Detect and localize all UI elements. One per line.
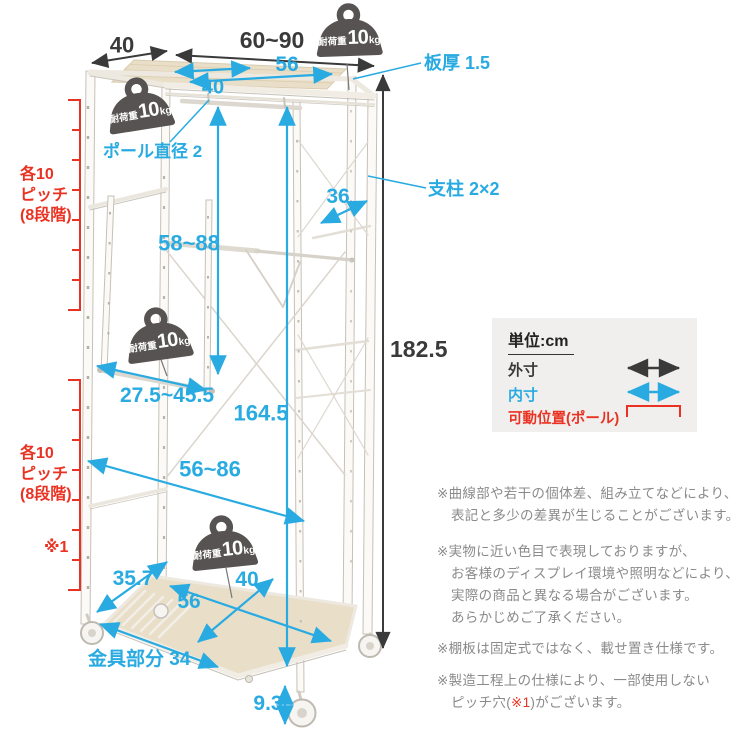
note-4-line-1: ※製造工程上の仕様により、一部使用しない	[437, 673, 711, 688]
badge-value: 10	[347, 26, 369, 50]
dim-metal-part: 金具部分 34	[88, 649, 191, 670]
note-4-line-2c: )がございます。	[530, 695, 631, 710]
badge-unit: kg	[242, 544, 256, 557]
pitch-ref-mark: ※1	[44, 539, 69, 556]
legend-inner-label: 内寸	[508, 387, 539, 404]
note-2-line-3: 実際の商品と異なる場合がございます。	[451, 588, 699, 603]
label-board-thickness: 板厚 1.5	[424, 53, 491, 73]
note-4-line-2a: ピッチ穴(	[451, 695, 511, 710]
dim-bottom-inner-depth: 40	[235, 567, 259, 591]
dim-outer-height: 182.5	[390, 336, 448, 362]
label-post-size: 支柱 2×2	[428, 179, 500, 199]
note-1-line-1: ※曲線部や若干の個体差、組み立てなどにより、	[437, 486, 738, 501]
pitch-line2: ピッチ	[20, 465, 69, 483]
note-1: ※曲線部や若干の個体差、組み立てなどにより、 表記と多少の差異が生じることがござ…	[437, 483, 739, 527]
kettlebell-icon	[192, 515, 259, 571]
dim-side-inner: 36	[326, 184, 350, 208]
legend-box: 単位:cm 外寸 内寸 可動位置(ポール)	[492, 318, 697, 432]
note-1-line-2: 表記と多少の差異が生じることがございます。	[451, 508, 740, 523]
pitch-label-upper: 各10 ピッチ (8段階)	[20, 165, 72, 227]
dim-caster-height: 9.3	[253, 691, 283, 715]
pitch-line1: 各10	[20, 166, 54, 183]
badge-unit: kg	[159, 105, 173, 118]
post-inner-right	[292, 100, 305, 693]
badge-value: 10	[155, 328, 179, 354]
dim-lower-inner-width: 56~86	[179, 456, 241, 482]
pitch-label-lower: 各10 ピッチ (8段階)	[20, 444, 72, 506]
kettlebell-icon	[109, 77, 176, 135]
pitch-line3: (8段階)	[20, 207, 72, 224]
leader-board-thickness	[352, 62, 422, 80]
note-2-line-4: あらかじめご了承ください。	[451, 610, 631, 625]
top-hanger-pipe	[179, 98, 303, 111]
badge-prefix: 耐荷重	[317, 36, 347, 49]
note-2-line-2: お客様のディスプレイ環境や照明などにより、	[451, 566, 740, 581]
dim-outer-depth: 40	[109, 32, 135, 58]
legend-movable-label: 可動位置(ポール)	[508, 411, 620, 427]
caster-right	[358, 632, 382, 658]
note-3-line-1: ※棚板は固定式ではなく、載せ置き仕様です。	[437, 641, 724, 656]
pitch-line2: ピッチ	[20, 186, 69, 204]
dim-outer-width: 60~90	[239, 26, 305, 53]
note-3: ※棚板は固定式ではなく、載せ置き仕様です。	[437, 638, 723, 660]
pitch-line1: 各10	[20, 445, 54, 462]
badge-value: 10	[220, 537, 244, 562]
caster-front-center	[287, 690, 317, 728]
post-back-right	[342, 76, 357, 621]
dim-bottom-inner-width: 56	[177, 589, 201, 613]
badge-prefix: 耐荷重	[127, 340, 158, 356]
note-2: ※実物に近い色目で表現しておりますが、 お客様のディスプレイ環境や照明などにより…	[437, 541, 739, 629]
legend-outer-label: 外寸	[508, 362, 539, 379]
caster-left	[80, 613, 104, 645]
note-4-ref-mark: ※1	[511, 695, 531, 710]
badge-unit: kg	[368, 34, 381, 47]
dim-top-pole-offset: 40	[201, 76, 225, 99]
badge-unit: kg	[178, 335, 192, 349]
legend-unit-label: 単位:cm	[508, 327, 575, 355]
post-front-right	[362, 93, 378, 635]
badge-value: 10	[136, 98, 161, 124]
badge-prefix: 耐荷重	[192, 548, 222, 563]
kettlebell-icon	[128, 307, 194, 364]
dim-inner-height: 164.5	[233, 400, 289, 426]
badge-prefix: 耐荷重	[108, 110, 139, 126]
caster-back-left-small	[153, 603, 169, 619]
dim-hanger-height-range: 58~88	[158, 230, 220, 256]
kettlebell-icon	[316, 3, 383, 58]
label-pole-diameter: ポール直径 2	[103, 142, 203, 161]
dim-drop-bar-range: 27.5~45.5	[119, 383, 215, 407]
post-back-left	[80, 70, 96, 625]
dim-bottom-left-depth: 35.7	[112, 566, 154, 590]
note-4: ※製造工程上の仕様により、一部使用しない ピッチ穴(※1)がございます。	[437, 670, 710, 714]
shelf-bolt	[245, 675, 253, 683]
note-2-line-1: ※実物に近い色目で表現しておりますが、	[437, 544, 696, 559]
note-4-line-2: ピッチ穴(※1)がございます。	[437, 692, 710, 714]
pitch-line3: (8段階)	[20, 486, 72, 503]
dim-top-inner-width: 56	[275, 52, 299, 76]
leader-post-size	[367, 175, 427, 189]
